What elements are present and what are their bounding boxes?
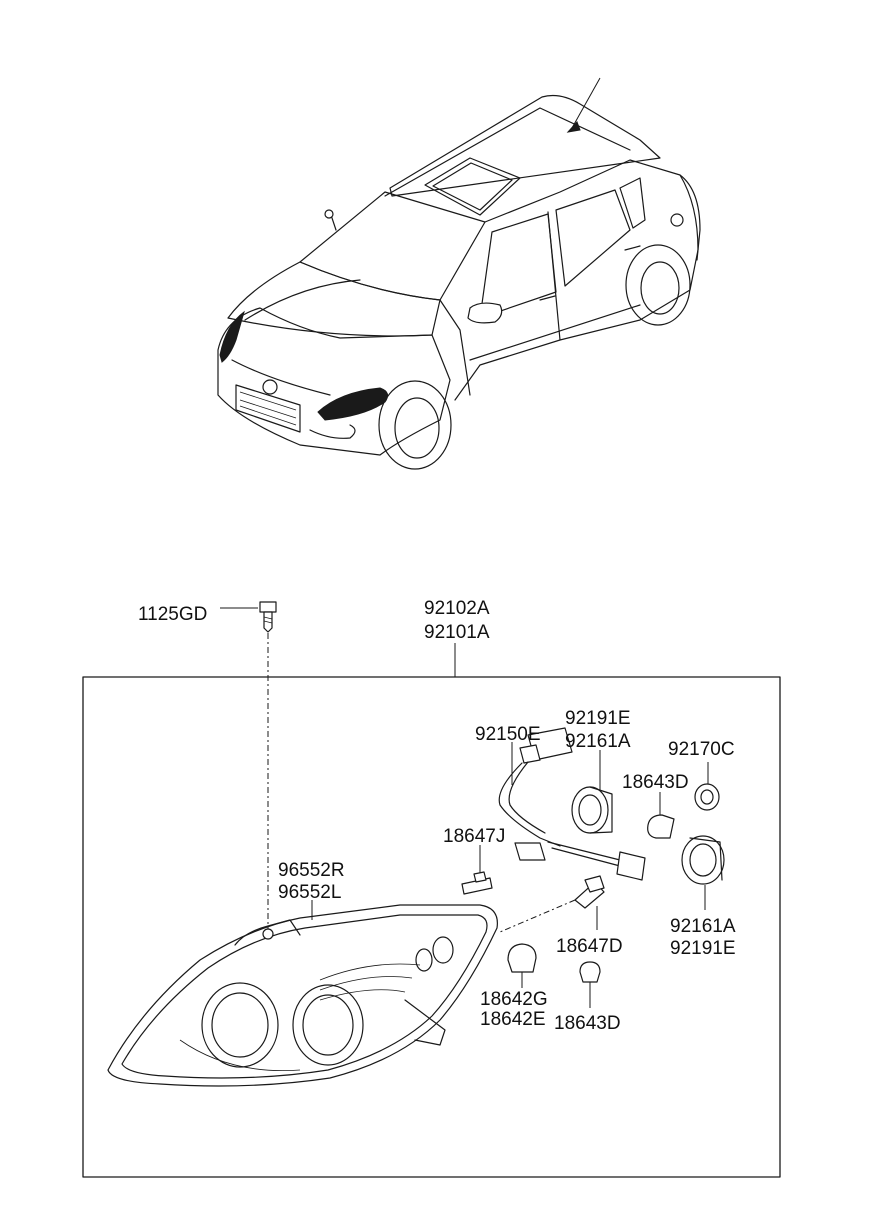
parts-frame bbox=[82, 643, 781, 1178]
label-96552r: 96552R bbox=[278, 860, 345, 881]
holder-92170c bbox=[694, 762, 720, 811]
label-18643d-top: 18643D bbox=[622, 772, 689, 793]
harness-92150e bbox=[498, 727, 646, 881]
label-18643d-bottom: 18643D bbox=[554, 1013, 621, 1034]
label-92101a: 92101A bbox=[424, 622, 490, 643]
socket-92161a-bottom bbox=[681, 835, 725, 910]
label-96552l: 96552L bbox=[278, 882, 341, 903]
part-labels: 1125GD 92102A 92101A 92150E 92191E 92161… bbox=[138, 598, 736, 1034]
socket-92161a-top bbox=[571, 750, 613, 834]
headlamp-assembly bbox=[107, 904, 498, 1087]
bolt-1125gd bbox=[220, 601, 277, 930]
label-18647j: 18647J bbox=[443, 826, 505, 847]
label-92102a: 92102A bbox=[424, 598, 490, 619]
label-92170c: 92170C bbox=[668, 739, 735, 760]
label-92191e-bottom: 92191E bbox=[670, 938, 736, 959]
label-92191e-top: 92191E bbox=[565, 708, 631, 729]
label-1125gd: 1125GD bbox=[138, 604, 207, 625]
label-18642e: 18642E bbox=[480, 1009, 546, 1030]
label-92161a-top: 92161A bbox=[565, 731, 631, 752]
bulb-18643d-bottom bbox=[579, 961, 601, 1008]
label-92161a-bottom: 92161A bbox=[670, 916, 736, 937]
label-18642g: 18642G bbox=[480, 989, 548, 1010]
bulb-18642 bbox=[507, 943, 537, 988]
label-92150e: 92150E bbox=[475, 724, 541, 745]
car-illustration bbox=[217, 77, 701, 470]
bulb-18647j bbox=[461, 845, 493, 895]
bulb-18643d-top bbox=[647, 792, 675, 839]
bulb-18647d bbox=[499, 875, 605, 933]
label-18647d: 18647D bbox=[556, 936, 623, 957]
